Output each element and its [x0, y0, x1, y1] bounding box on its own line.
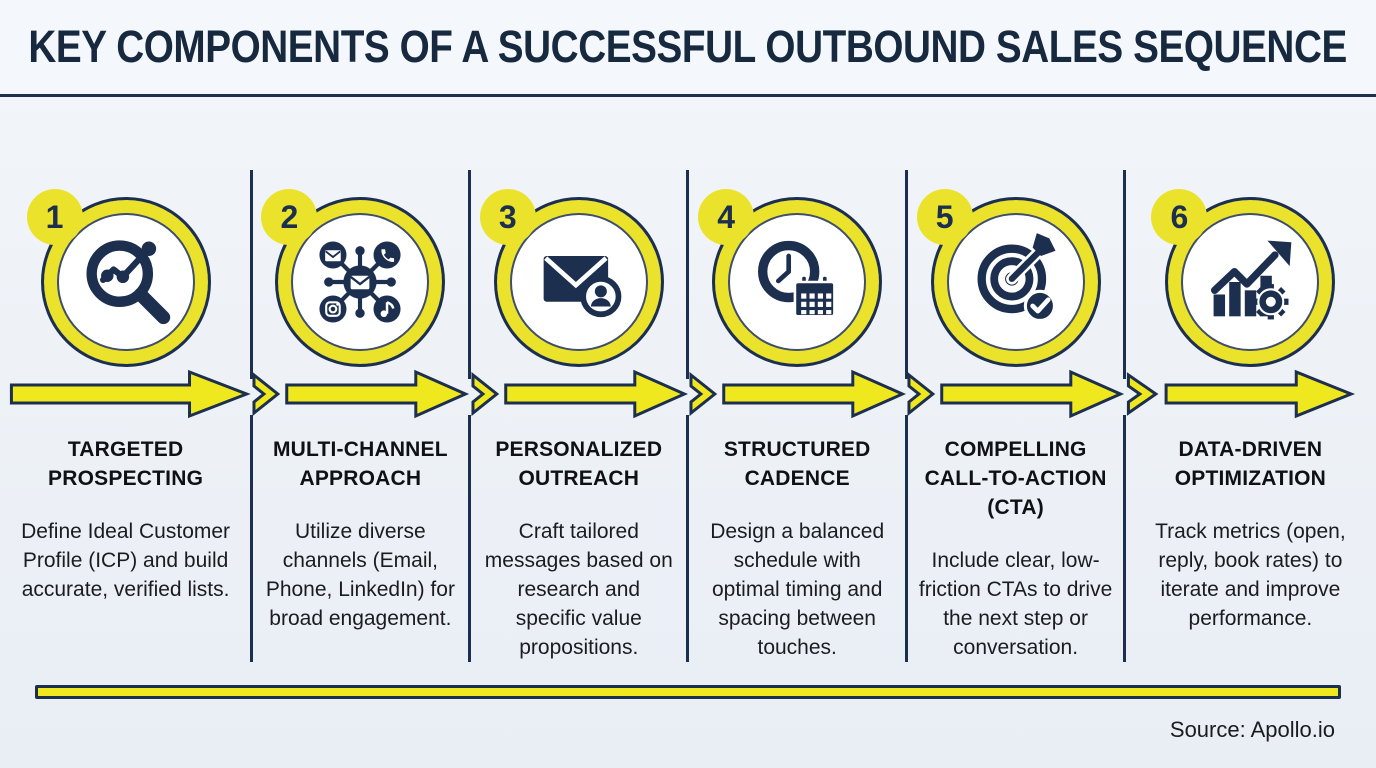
column-divider [249, 170, 253, 379]
step-number-badge: 3 [479, 189, 536, 245]
step-3: 3 PERSONALIZED [470, 97, 690, 662]
column-divider [249, 415, 253, 662]
multi-channel-network-icon [319, 241, 401, 323]
step-title: DATA-DRIVEN OPTIMIZATION [1174, 438, 1327, 490]
step-number-badge: 5 [916, 189, 973, 245]
infographic-root: KEY COMPONENTS OF A SUCCESSFUL OUTBOUND … [0, 0, 1376, 742]
step-number-badge: 4 [698, 189, 755, 245]
flow-arrow [688, 368, 906, 420]
step-description: Design a balanced schedule with optimal … [710, 520, 885, 659]
step-1-circle: 1 [26, 189, 211, 367]
step-description: Define Ideal Customer Profile (ICP) and … [21, 520, 231, 601]
step-5-circle: 5 [916, 189, 1101, 367]
step-6: 6 [1125, 97, 1376, 662]
column-divider [1123, 170, 1127, 379]
step-2: 2 [251, 97, 472, 662]
flow-arrow [1125, 368, 1376, 420]
target-arrow-check-icon [977, 233, 1056, 323]
bottom-accent-bar [35, 685, 1341, 699]
column-divider [686, 170, 690, 379]
column-divider [468, 415, 472, 662]
header-band: KEY COMPONENTS OF A SUCCESSFUL OUTBOUND … [0, 0, 1376, 97]
envelope-user-icon [543, 256, 622, 318]
step-5: 5 [906, 97, 1127, 662]
step-3-circle: 3 [479, 189, 664, 367]
step-4: 4 [688, 97, 908, 662]
clock-calendar-icon [758, 240, 836, 318]
flow-arrow [906, 368, 1124, 420]
step-number-badge: 1 [26, 189, 83, 245]
page-title: KEY COMPONENTS OF A SUCCESSFUL OUTBOUND … [28, 21, 1348, 72]
step-description: Include clear, low-friction CTAs to driv… [918, 549, 1113, 659]
steps-row: 1 TARGETED PROSPECTING [0, 97, 1376, 662]
step-title: TARGETED PROSPECTING [48, 438, 204, 490]
step-title: COMPELLING CALL-TO-ACTION (CTA) [924, 438, 1107, 519]
step-title: PERSONALIZED OUTREACH [495, 438, 663, 490]
step-number-badge: 6 [1151, 189, 1208, 245]
step-description: Craft tailored messages based on researc… [484, 520, 673, 659]
step-4-circle: 4 [698, 189, 883, 367]
step-number-badge: 2 [261, 189, 318, 245]
source-attribution: Source: Apollo.io [1169, 717, 1335, 742]
step-description: Track metrics (open, reply, book rates) … [1155, 520, 1346, 630]
flow-arrow [251, 368, 469, 420]
step-6-circle: 6 [1151, 189, 1336, 367]
column-divider [904, 170, 908, 379]
growth-chart-gear-icon [1211, 240, 1292, 320]
flow-arrow [0, 368, 251, 420]
step-title: STRUCTURED CADENCE [723, 438, 871, 490]
column-divider [686, 415, 690, 662]
step-title: MULTI-CHANNEL APPROACH [272, 438, 448, 490]
column-divider [468, 170, 472, 379]
search-analytics-icon [86, 240, 170, 325]
column-divider [904, 415, 908, 662]
step-description: Utilize diverse channels (Email, Phone, … [265, 520, 455, 630]
step-1: 1 TARGETED PROSPECTING [0, 97, 253, 662]
step-2-circle: 2 [261, 189, 446, 367]
flow-arrow [470, 368, 688, 420]
column-divider [1123, 415, 1127, 662]
